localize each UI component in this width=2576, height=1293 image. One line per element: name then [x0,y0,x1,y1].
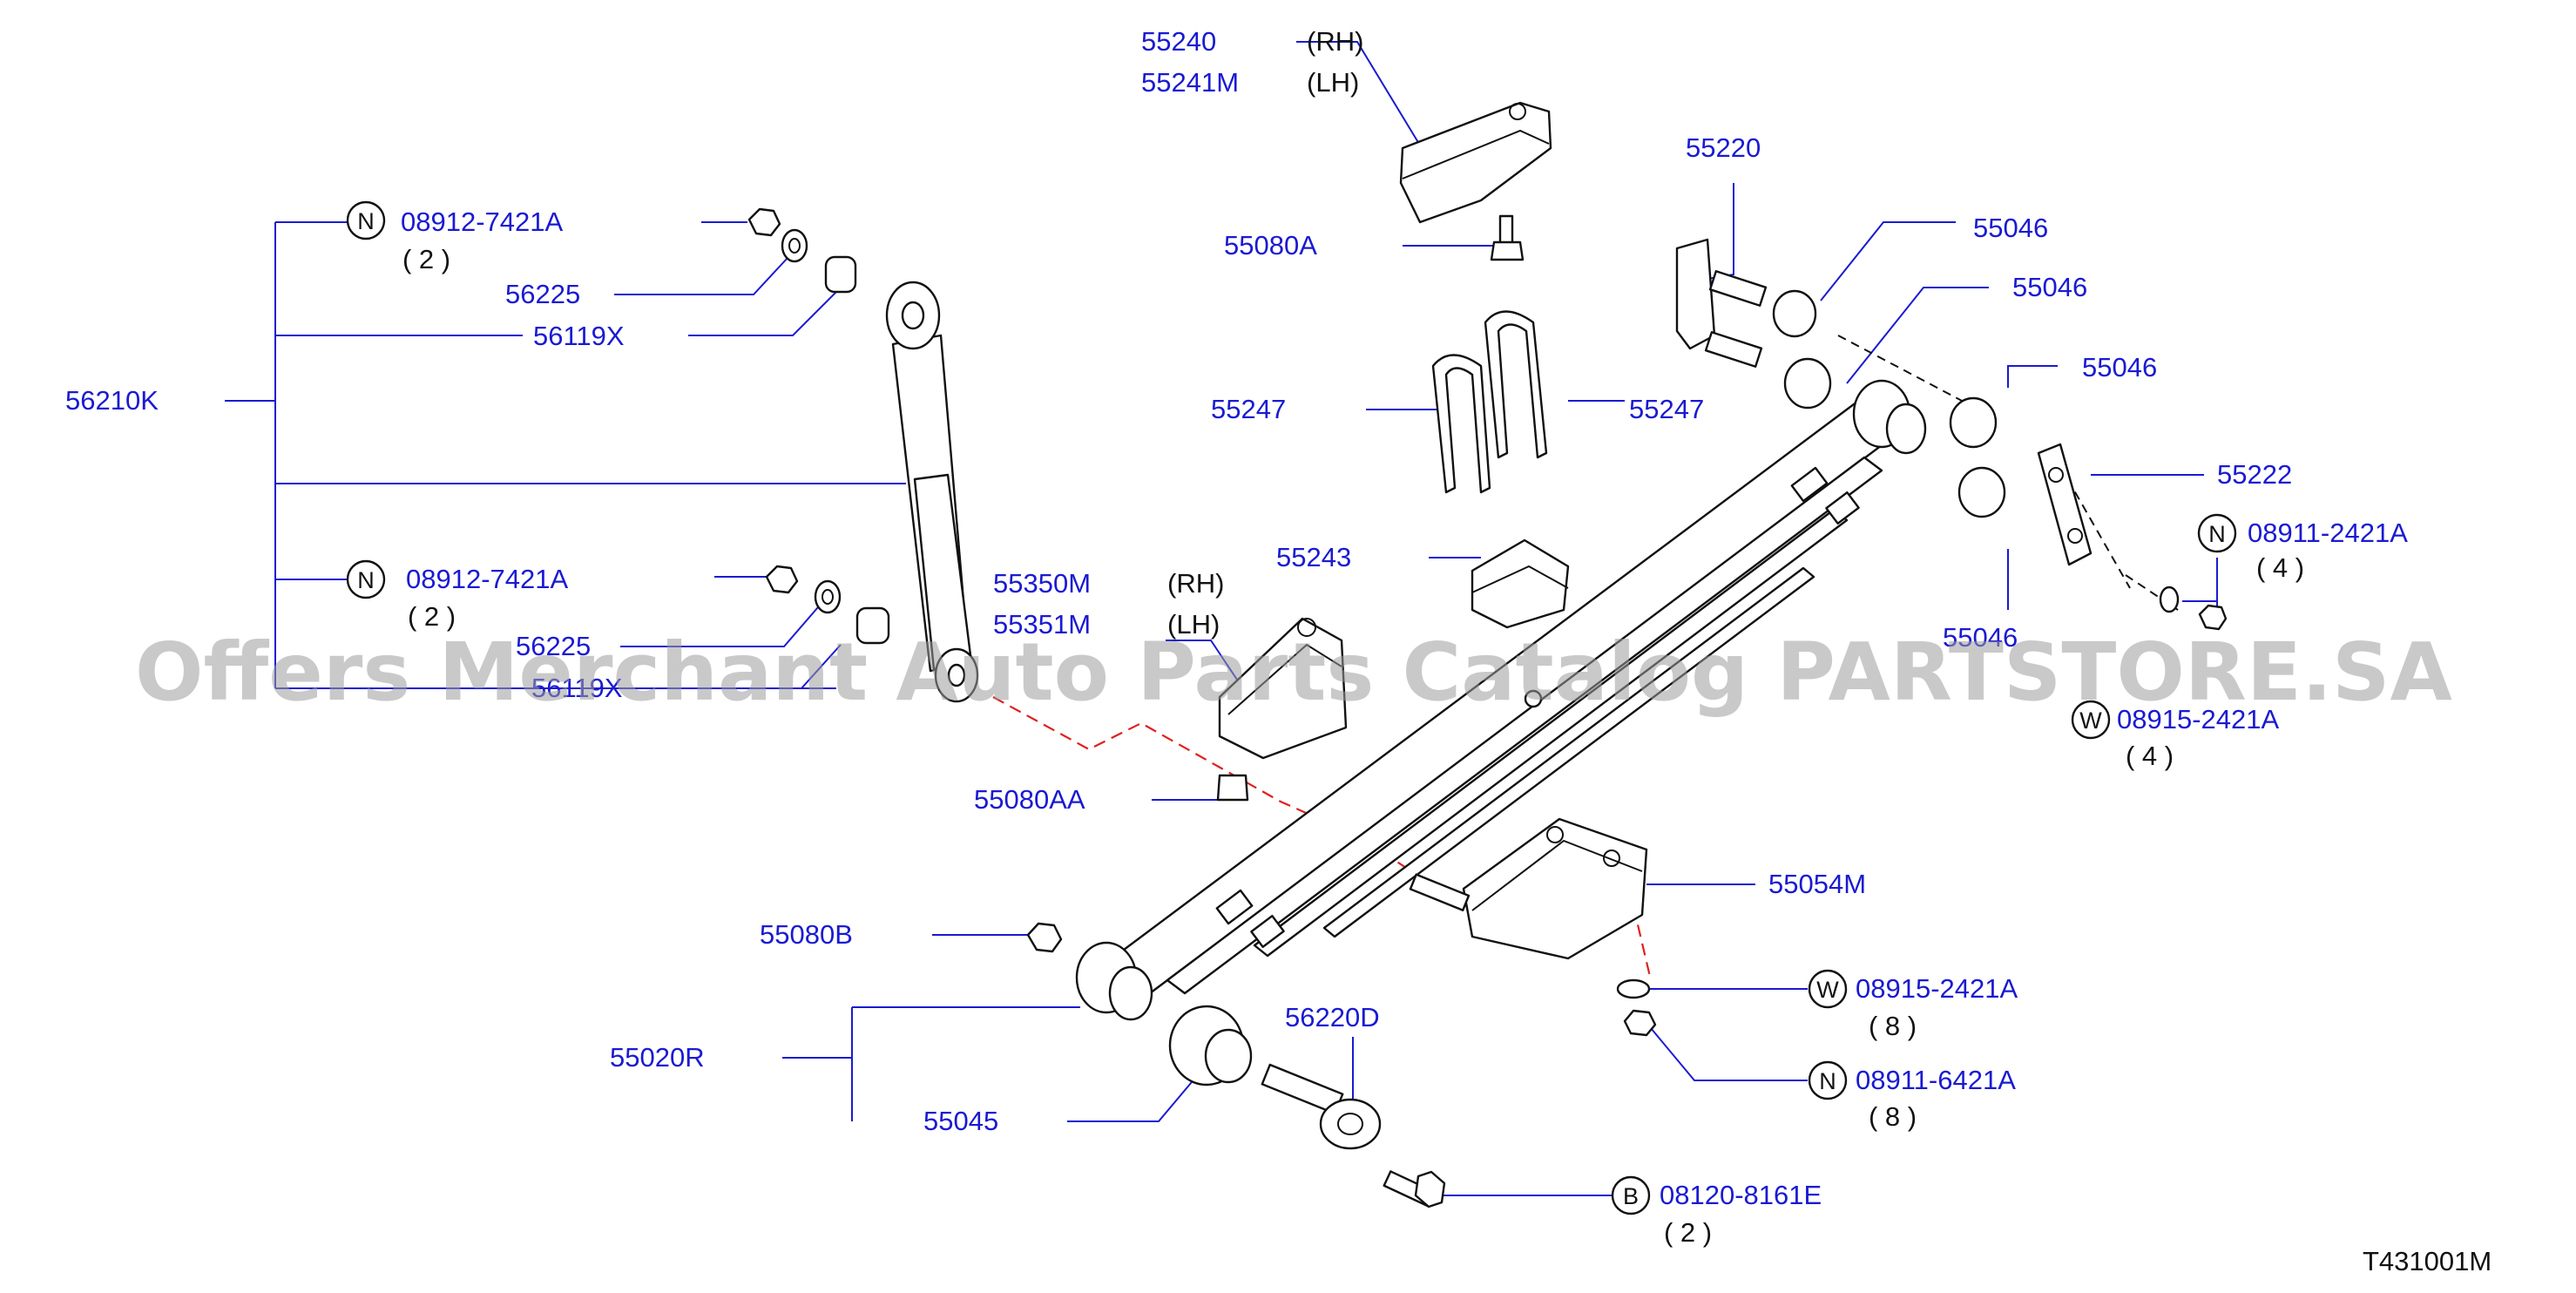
shock-absorber [885,281,979,703]
label-56210k: 56210K [65,385,159,416]
svg-text:N: N [357,208,375,234]
eye-bushing [1168,1005,1253,1087]
bump-stopper-bracket [1471,538,1570,629]
label-55241m-side: (LH) [1307,67,1359,98]
label-55020r: 55020R [610,1042,705,1073]
label-55046-c: 55046 [2082,352,2157,382]
shock-hardware-lower [765,565,890,645]
badges: N N N W W N B [346,200,2237,1215]
label-55046-d: 55046 [1943,622,2018,653]
label-55350m: 55350M [993,568,1091,599]
label-08120-8161e: 08120-8161E [1660,1180,1822,1210]
label-55247-right: 55247 [1629,394,1704,424]
label-08912-7421a-lower-qty: ( 2 ) [408,601,456,632]
svg-text:N: N [357,567,375,593]
label-08911-6421a: 08911-6421A [1856,1065,2016,1095]
nut-badge: N [1808,1060,1848,1100]
label-56220d: 56220D [1285,1002,1380,1032]
part-labels: 55240 (RH) 55241M (LH) 55080A 55220 5504… [65,26,2491,1276]
label-55240: 55240 [1141,26,1216,57]
label-55046-b: 55046 [2012,272,2087,302]
label-08912-7421a-upper-qty: ( 2 ) [402,244,450,274]
spring-hanger-bracket [1399,101,1552,261]
bushings [1772,289,2006,518]
label-08915-2421a-8-qty: ( 8 ) [1869,1011,1917,1041]
label-55350m-side: (RH) [1167,568,1224,599]
parts-art [747,101,2228,1208]
label-56225-lower: 56225 [516,631,591,661]
leaf-spring [1075,379,1927,1021]
bolt-badge: B [1611,1175,1651,1215]
label-55351m: 55351M [993,609,1091,640]
svg-text:W: W [1816,977,1839,1003]
label-55351m-side: (LH) [1167,609,1220,640]
label-08911-2421a: 08911-2421A [2248,518,2408,548]
label-55045: 55045 [923,1106,998,1136]
label-56119x-upper: 56119X [533,321,625,351]
leader-lines [225,41,2218,1196]
diagram-code: T431001M [2363,1246,2491,1276]
nut-badge: N [346,200,386,240]
label-08911-2421a-qty: ( 4 ) [2256,552,2304,583]
label-55080b: 55080B [760,919,853,950]
label-08120-8161e-qty: ( 2 ) [1664,1217,1712,1248]
washer-badge: W [1808,969,1848,1009]
nut-55080b [1026,922,1063,953]
washer-badge: W [2071,700,2111,740]
label-56119x-lower: 56119X [531,673,623,703]
nut-badge: N [346,559,386,599]
label-56225-upper: 56225 [505,279,580,309]
watermark: Offers Merchant Auto Parts Catalog PARTS… [135,626,2452,719]
label-55046-a: 55046 [1973,213,2048,243]
label-55222: 55222 [2217,459,2292,490]
label-08911-6421a-qty: ( 8 ) [1869,1101,1917,1132]
u-bolts [1431,310,1548,494]
label-08915-2421a-4-qty: ( 4 ) [2126,741,2174,771]
shock-mount-bracket [1216,617,1348,802]
bolt-08120 [1383,1170,1446,1208]
washer-08915-8 [1616,978,1651,999]
svg-text:W: W [2079,707,2102,734]
nut-08911-8 [1623,1009,1657,1037]
label-08915-2421a-4: 08915-2421A [2117,704,2279,735]
label-55240-side: (RH) [1307,26,1363,57]
label-55243: 55243 [1276,542,1351,572]
shock-hardware-upper [747,207,857,294]
shackle-plate [2037,443,2228,631]
svg-text:B: B [1623,1183,1639,1209]
label-55054m: 55054M [1768,869,1866,899]
label-08912-7421a-lower: 08912-7421A [406,564,568,594]
label-55080aa: 55080AA [974,784,1085,815]
label-55241m: 55241M [1141,67,1239,98]
svg-text:N: N [1819,1068,1836,1094]
spring-seat [1409,817,1648,960]
spring-shackle [1675,238,1768,368]
svg-text:N: N [2208,521,2226,547]
spring-pin [1261,1063,1382,1150]
label-55247-left: 55247 [1211,394,1286,424]
label-55220: 55220 [1686,132,1761,163]
label-55080a: 55080A [1224,230,1317,261]
label-08912-7421a-upper: 08912-7421A [401,206,563,237]
label-08915-2421a-8: 08915-2421A [1856,973,2018,1004]
nut-badge: N [2197,513,2237,553]
